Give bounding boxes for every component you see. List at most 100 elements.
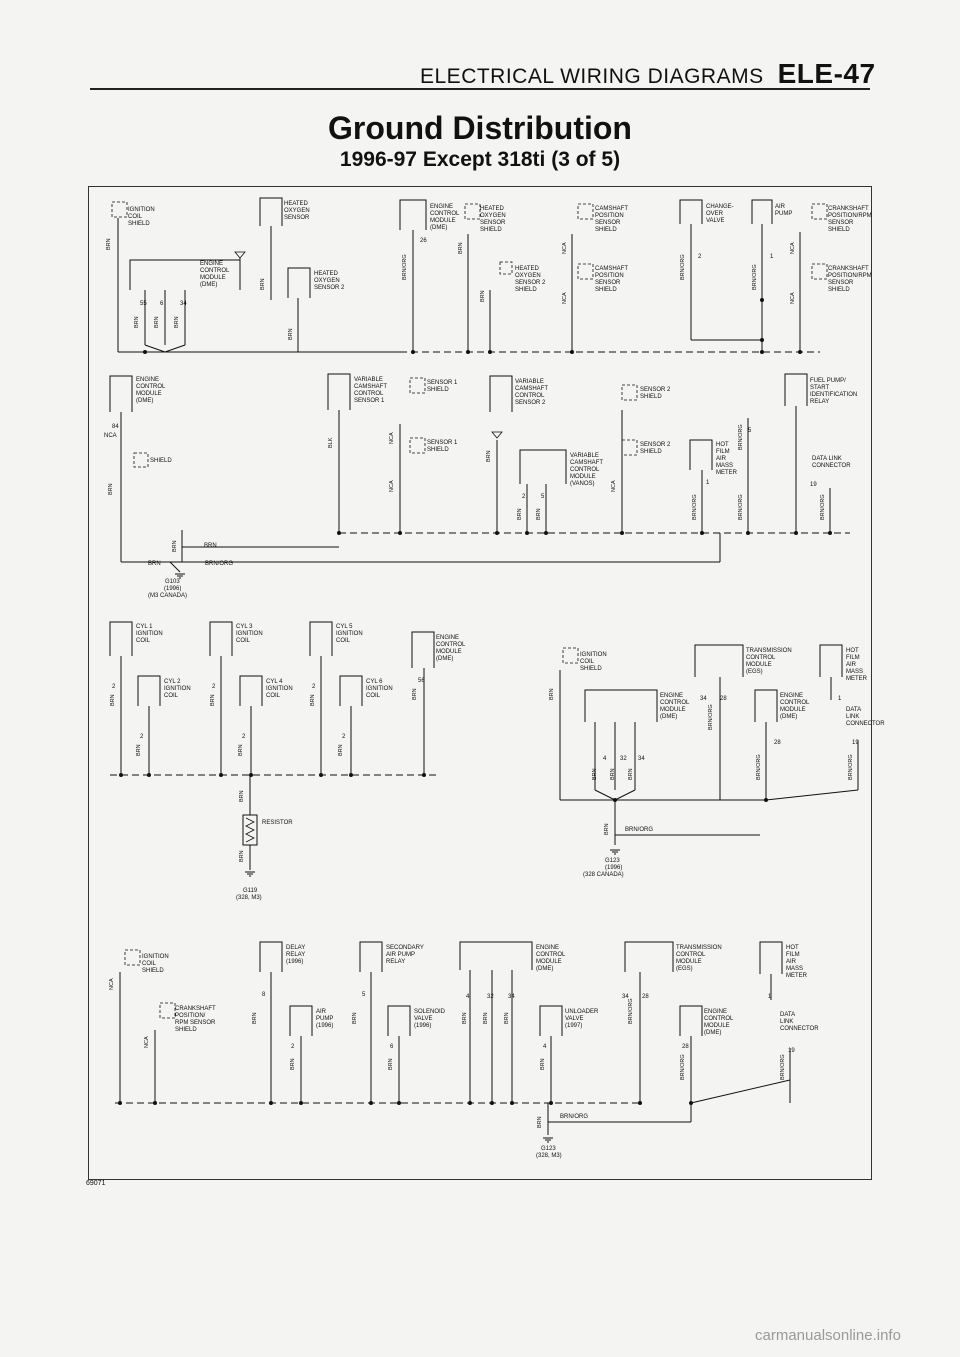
wire-color: BRN/ORG (680, 1054, 686, 1080)
component-box (259, 941, 283, 972)
wire-color: BRN/ORG (692, 494, 698, 520)
wire-color: BRN/ORG (738, 494, 744, 520)
wire-color: BRN (172, 540, 178, 552)
component-label: CONTROL (515, 393, 545, 399)
component-label: (DME) (536, 966, 553, 972)
page-number: ELE-47 (777, 58, 876, 89)
wire-color: BRN (517, 508, 523, 520)
wire-color: BRN (462, 1012, 468, 1024)
figure-id: 69071 (86, 1180, 106, 1187)
component-label: CAMSHAFT (570, 460, 603, 466)
component-label: FILM (846, 655, 860, 661)
pin-number: 1 (838, 696, 842, 702)
pin-number: 55 (140, 301, 147, 307)
component-label: ENGINE (780, 693, 803, 699)
wire-color: BRN/ORG (680, 254, 686, 280)
component-label: COIL (336, 638, 351, 644)
shield-box (159, 1002, 176, 1019)
wire-color: BRN (540, 1058, 546, 1070)
splice-dot (620, 531, 624, 535)
component-label: START (810, 385, 829, 391)
component-label: SHIELD (150, 458, 172, 464)
component-label: VARIABLE (570, 453, 599, 459)
pin-number: 1 (768, 994, 772, 1000)
wire-color: BRN (108, 483, 114, 495)
component-label: (DME) (200, 282, 217, 288)
ground-note: (M3 CANADA) (148, 593, 187, 599)
splice-dot (525, 531, 529, 535)
wire-color: NCA (389, 432, 395, 444)
component-box (679, 199, 703, 224)
component-label: (DME) (136, 398, 153, 404)
component-label: SHIELD (595, 287, 617, 293)
pin-number: 19 (810, 482, 817, 488)
splice-dot (638, 1101, 642, 1105)
component-label: CYL 5 (336, 624, 353, 630)
wire-color: BRN (239, 790, 245, 802)
component-label: CONTROL (436, 642, 466, 648)
component-label: RELAY (286, 952, 305, 958)
component-label: ENGINE (660, 693, 683, 699)
shield-box (621, 384, 638, 401)
shield-box (577, 263, 594, 280)
component-label: CONTROL (354, 391, 384, 397)
wire-color: BRN/ORG (848, 754, 854, 780)
wire-color: BRN (480, 290, 486, 302)
shield-box (499, 261, 513, 275)
pin-number: 2 (242, 734, 246, 740)
splice-dot (798, 350, 802, 354)
wire-color: BRN (352, 1012, 358, 1024)
component-box (387, 1005, 411, 1036)
component-box (489, 375, 513, 412)
splice-dot (466, 350, 470, 354)
pin-number: 4 (543, 1044, 547, 1050)
component-label: MODULE (570, 474, 596, 480)
component-label: SENSOR (480, 220, 506, 226)
component-label: RELAY (386, 959, 405, 965)
component-label: SHIELD (427, 387, 449, 393)
wire-color: BRN (458, 242, 464, 254)
wire-color: BRN (252, 1012, 258, 1024)
component-label: COIL (266, 693, 281, 699)
component-label: CAMSHAFT (595, 266, 628, 272)
component-label: AIR PUMP (386, 952, 415, 958)
component-label: SHIELD (828, 287, 850, 293)
component-label: MODULE (676, 959, 702, 965)
component-label: IGNITION (136, 631, 163, 637)
component-box (287, 267, 311, 298)
ground-note: (1996) (164, 586, 181, 592)
wire-color: BRN (110, 694, 116, 706)
component-label: CYL 2 (164, 679, 181, 685)
pin-number: 34 (180, 301, 187, 307)
pin-number: 1 (706, 480, 710, 486)
pin-number: 19 (788, 1048, 795, 1054)
component-label: SENSOR 1 (427, 440, 458, 446)
component-label: CONTROL (660, 700, 690, 706)
splice-dot (119, 773, 123, 777)
pin-number: 32 (487, 994, 494, 1000)
component-box (309, 621, 333, 656)
component-label: HOT (786, 945, 799, 951)
component-label: MODULE (436, 649, 462, 655)
component-box (339, 675, 363, 706)
shield-box (811, 203, 828, 220)
component-label: AIR (786, 959, 797, 965)
component-label: (DME) (704, 1030, 721, 1036)
component-label: VARIABLE (515, 379, 544, 385)
section-title: ELECTRICAL WIRING DIAGRAMS (420, 65, 764, 88)
pin-number: 5 (362, 992, 366, 998)
component-label: IGNITION (266, 686, 293, 692)
wire-color: BRN (260, 278, 266, 290)
component-label: FUEL PUMP/ (810, 378, 846, 384)
component-label: (1997) (565, 1023, 582, 1029)
component-label: IGNITION (164, 686, 191, 692)
component-label: SHIELD (175, 1027, 197, 1033)
shield-box (464, 203, 481, 220)
component-box (679, 1005, 703, 1036)
ground-id: G103 (165, 579, 180, 585)
wire-color: BRN (106, 238, 112, 250)
component-label: COIL (142, 961, 157, 967)
splice-dot (422, 773, 426, 777)
component-label: CONTROL (430, 211, 460, 217)
component-label: POSITION (595, 213, 624, 219)
